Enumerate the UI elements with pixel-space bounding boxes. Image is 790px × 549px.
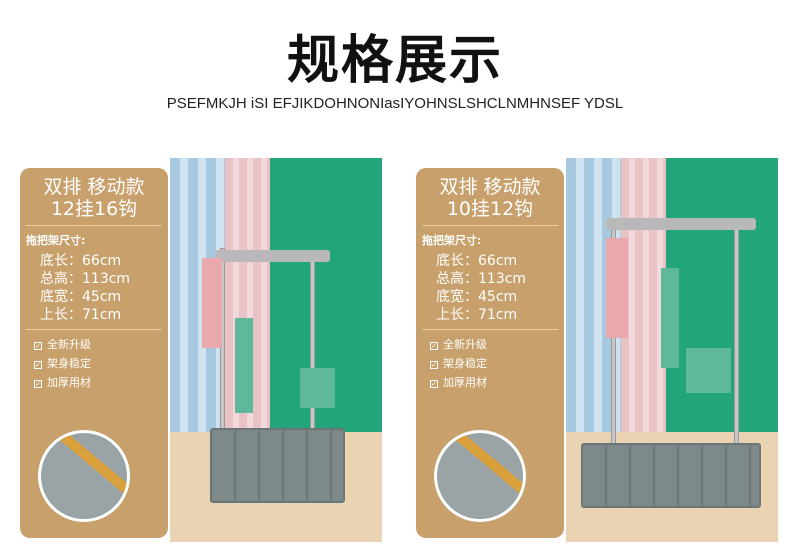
checkbox-icon: ✓	[430, 380, 438, 388]
detail-closeup-image	[434, 430, 526, 522]
checkbox-icon: ✓	[430, 361, 438, 369]
detail-closeup-image	[38, 430, 130, 522]
spec-label: 拖把架尺寸:	[26, 234, 86, 247]
feature-item: ✓加厚用材	[430, 376, 487, 389]
spec-item: 上长：71cm	[436, 307, 518, 323]
page-title: 规格展示	[286, 31, 503, 91]
product-photo	[170, 158, 382, 542]
spec-item: 底长：66cm	[436, 253, 518, 269]
product-hooks: 10挂12钩	[446, 198, 534, 220]
feature-item: ✓架身稳定	[430, 357, 487, 370]
spec-item: 总高：113cm	[436, 271, 527, 287]
spec-item: 总高：113cm	[40, 271, 131, 287]
product-title: 双排 移动款	[439, 176, 541, 198]
product-title: 双排 移动款	[43, 176, 145, 198]
spec-card: 双排 移动款 12挂16钩 拖把架尺寸: 底长：66cm 总高：113cm 底宽…	[20, 168, 168, 538]
product-panel-1: 双排 移动款 12挂16钩 拖把架尺寸: 底长：66cm 总高：113cm 底宽…	[20, 158, 382, 542]
feature-item: ✓全新升级	[34, 338, 91, 351]
feature-item: ✓全新升级	[430, 338, 487, 351]
spec-item: 底宽：45cm	[436, 289, 518, 305]
spec-card: 双排 移动款 10挂12钩 拖把架尺寸: 底长：66cm 总高：113cm 底宽…	[416, 168, 564, 538]
checkbox-icon: ✓	[34, 380, 42, 388]
feature-item: ✓架身稳定	[34, 357, 91, 370]
spec-item: 底长：66cm	[40, 253, 122, 269]
checkbox-icon: ✓	[34, 361, 42, 369]
feature-item: ✓加厚用材	[34, 376, 91, 389]
spec-label: 拖把架尺寸:	[422, 234, 482, 247]
product-hooks: 12挂16钩	[50, 198, 138, 220]
checkbox-icon: ✓	[430, 342, 438, 350]
product-panel-2: 双排 移动款 10挂12钩 拖把架尺寸: 底长：66cm 总高：113cm 底宽…	[416, 158, 778, 542]
spec-item: 底宽：45cm	[40, 289, 122, 305]
checkbox-icon: ✓	[34, 342, 42, 350]
spec-item: 上长：71cm	[40, 307, 122, 323]
product-photo	[566, 158, 778, 542]
page-subtitle: PSEFMKJH iSI EFJIKDOHNONIasIYOHNSLSHCLNM…	[166, 95, 624, 112]
